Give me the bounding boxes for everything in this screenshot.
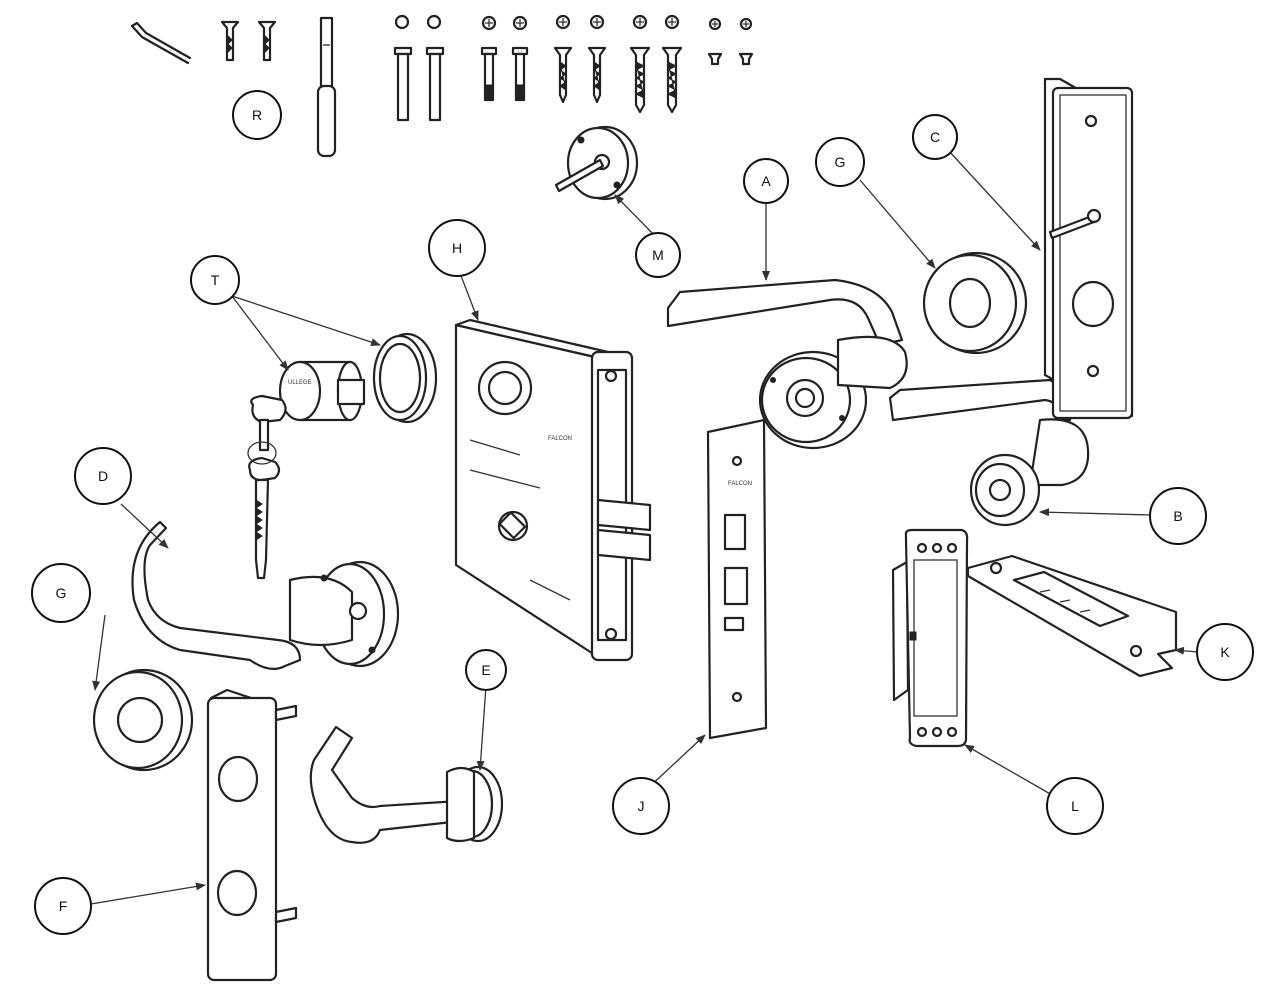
callout-label: J bbox=[638, 798, 645, 814]
inside-escutcheon-plate bbox=[1043, 77, 1134, 420]
spindle-rod bbox=[316, 16, 337, 158]
leader-lines bbox=[84, 149, 1199, 906]
callout-b: B bbox=[1149, 487, 1207, 545]
allen-wrench bbox=[130, 24, 190, 65]
callout-label: R bbox=[252, 107, 262, 123]
callout-label: G bbox=[56, 585, 67, 601]
callout-label: C bbox=[930, 129, 940, 145]
wood-screw bbox=[587, 14, 607, 104]
callout-label: T bbox=[211, 272, 220, 288]
callout-label: H bbox=[452, 240, 462, 256]
small-screw bbox=[707, 17, 723, 66]
callout-r: R bbox=[232, 90, 282, 140]
callout-label: B bbox=[1173, 508, 1182, 524]
rose-ring-bottom bbox=[92, 668, 194, 772]
mortise-lock-body: FALCON bbox=[454, 318, 652, 662]
callout-label: F bbox=[59, 898, 68, 914]
callout-l: L bbox=[1046, 777, 1104, 835]
thumbturn-spindle bbox=[554, 125, 639, 201]
callout-g-bottom: G bbox=[31, 563, 91, 623]
callout-t: T bbox=[190, 255, 240, 305]
mortise-cylinder: ULLEGE bbox=[278, 360, 366, 422]
callout-label: D bbox=[98, 468, 108, 484]
outside-lever-assembly bbox=[666, 278, 908, 450]
callout-label: G bbox=[835, 154, 846, 170]
callout-label: K bbox=[1220, 644, 1230, 660]
sex-bolt bbox=[393, 14, 413, 122]
callout-f: F bbox=[34, 877, 92, 935]
phillips-bolt bbox=[511, 15, 529, 102]
callout-g-top: G bbox=[815, 137, 865, 187]
wood-screw bbox=[553, 14, 573, 104]
callout-m: M bbox=[635, 232, 681, 278]
svg-text:FALCON: FALCON bbox=[548, 436, 572, 442]
strike-box bbox=[891, 528, 969, 748]
small-screw bbox=[738, 17, 754, 66]
phillips-bolt bbox=[480, 15, 498, 102]
machine-screw bbox=[220, 20, 240, 62]
callout-label: A bbox=[761, 173, 771, 189]
sex-bolt bbox=[425, 14, 445, 122]
lever-handle-e bbox=[309, 725, 504, 844]
callout-e: E bbox=[465, 649, 507, 691]
armor-faceplate: FALCON bbox=[706, 418, 768, 740]
callout-label: L bbox=[1071, 798, 1079, 814]
inside-lever-assembly bbox=[888, 378, 1090, 527]
callout-a: A bbox=[743, 158, 789, 204]
callout-k: K bbox=[1196, 623, 1254, 681]
callout-h: H bbox=[428, 219, 486, 277]
lever-handle-d bbox=[131, 520, 400, 671]
cylinder-ring bbox=[372, 332, 438, 424]
callout-c: C bbox=[912, 114, 958, 160]
machine-screw bbox=[257, 20, 277, 62]
wood-screw bbox=[629, 14, 651, 114]
svg-text:FALCON: FALCON bbox=[728, 481, 752, 487]
svg-text:ULLEGE: ULLEGE bbox=[288, 380, 312, 386]
cylinder-keys bbox=[247, 394, 287, 580]
callout-label: E bbox=[481, 662, 490, 678]
callout-label: M bbox=[652, 247, 664, 263]
rose-ring-top bbox=[922, 251, 1028, 355]
callout-d: D bbox=[74, 447, 132, 505]
hardware-kit bbox=[130, 14, 754, 158]
wood-screw bbox=[661, 14, 683, 114]
callout-j: J bbox=[612, 777, 670, 835]
strike-plate bbox=[966, 554, 1178, 678]
outside-escutcheon-plate bbox=[206, 688, 298, 982]
